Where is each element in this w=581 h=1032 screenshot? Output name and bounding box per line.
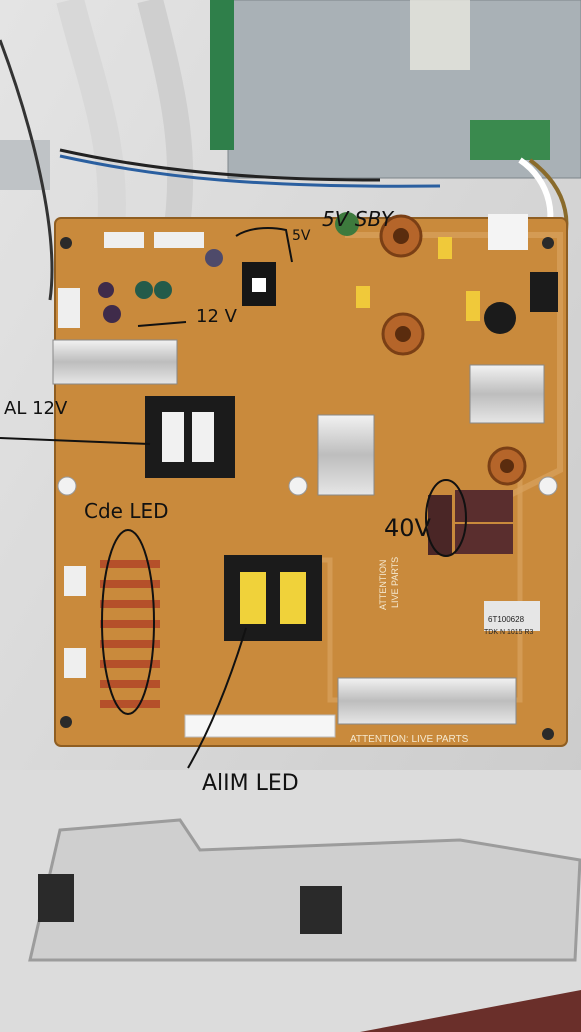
inductors (379, 214, 527, 486)
chassis-tab-right (300, 886, 342, 934)
barcode-sticker (184, 714, 336, 738)
annotation-cde-led: Cde LED (84, 499, 169, 523)
connectors (58, 214, 558, 678)
live-parts-vertical-text: LIVE PARTS (390, 557, 400, 608)
heatsink-left (52, 339, 178, 385)
transformer-standby (242, 262, 276, 306)
transformer-12v (145, 396, 235, 478)
green-board-edge (210, 0, 234, 150)
mount-holes (60, 237, 554, 740)
annotation-12v: 12 V (196, 306, 238, 327)
annotation-alim-led: AlIM LED (202, 771, 299, 796)
plastic-standoffs (57, 476, 558, 496)
annotation-5v-sby: 5V SBY (322, 207, 395, 231)
attention-live-parts-text: ATTENTION: LIVE PARTS (350, 734, 469, 745)
led-driver-components (100, 560, 160, 708)
heatsink-bottom (337, 677, 517, 725)
annotation-40v: 40V (384, 514, 432, 542)
annotation-al-12v: AL 12V (4, 398, 68, 419)
green-board-corner (470, 120, 550, 160)
chassis-tab-left (38, 874, 74, 922)
transformer-label-2: TDK N 1015 R3 (484, 629, 534, 636)
corner-fabric (360, 990, 581, 1032)
heatsink-center (317, 414, 375, 496)
heatsink-right (469, 364, 545, 424)
pcb-board (54, 217, 568, 747)
transformer-label-1: 6T100628 (488, 615, 525, 624)
attention-vertical-text: ATTENTION (378, 560, 388, 610)
marker-annotations (0, 227, 467, 769)
tape-piece (410, 0, 470, 70)
ribbon-cables (0, 0, 569, 301)
transformer-led (224, 555, 322, 641)
annotation-5v: 5V (292, 228, 311, 244)
